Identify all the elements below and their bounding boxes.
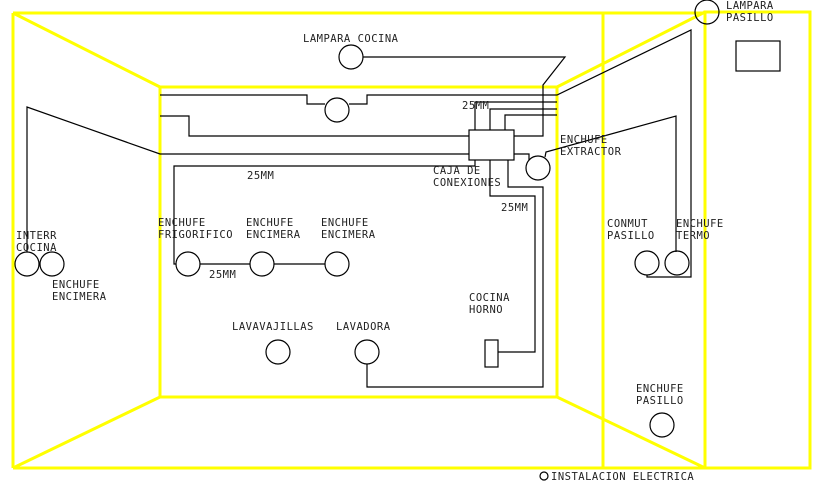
counter-outlet-icon [324,251,350,277]
ceiling-edge-left [12,11,161,89]
corridor-switch-icon [634,250,660,276]
label-line: CAJA DE [433,165,481,177]
counter-outlet-icon [39,251,65,277]
label-25mm: 25MM [462,100,490,112]
label-line: ENCHUFE [636,383,684,395]
back-wall [158,85,559,399]
label-line: ENCHUFE [676,218,724,230]
label-line: COCINA [16,242,57,254]
label-line: ENCHUFE [560,134,608,146]
label-lampara-cocina: LAMPARA COCINA [303,33,399,45]
label-line: ENCIMERA [246,229,301,241]
label-line: ENCHUFE [321,217,369,229]
label-25mm: 25MM [209,269,237,281]
corridor-lamp-icon [694,0,720,25]
label-line: ENCIMERA [321,229,376,241]
label-line: ENCIMERA [52,291,107,303]
label-line: EXTRACTOR [560,146,622,158]
label-line: ENCHUFE [158,217,206,229]
label-line: PASILLO [726,12,774,24]
dishwasher-outlet-icon [265,339,291,365]
label-line: ENCHUFE [246,217,294,229]
junction-box [468,129,515,161]
kitchen-switch-icon [14,251,40,277]
label-line: CONEXIONES [433,177,502,189]
counter-outlet-icon [249,251,275,277]
diagram-title: INSTALACION ELECTRICA [551,471,695,483]
floor-edge-right [556,395,706,470]
legend-circle-icon [539,471,549,481]
corridor-outlet-icon [649,412,675,438]
label-line: CONMUT [607,218,648,230]
walls [11,10,812,470]
heater-outlet-icon [664,250,690,276]
wiring [14,0,781,481]
corridor-box [735,40,781,72]
label-line: PASILLO [636,395,684,407]
label-line: LAMPARA [726,0,774,12]
label-line: HORNO [469,304,504,316]
label-lavadora: LAVADORA [336,321,391,333]
oven-outlet [484,339,499,368]
label-line: TERMO [676,230,711,242]
label-line: ENCHUFE [52,279,100,291]
extractor-outlet-icon [525,155,551,181]
light-point-icon [324,97,350,123]
fridge-outlet-icon [175,251,201,277]
label-line: PASILLO [607,230,655,242]
label-25mm: 25MM [501,202,529,214]
washer-outlet-icon [354,339,380,365]
label-lavavajillas: LAVAVAJILLAS [232,321,314,333]
label-line: FRIGORIFICO [158,229,234,241]
label-line: INTERR [16,230,57,242]
label-25mm: 25MM [247,170,275,182]
corridor-end-wall [703,10,812,470]
label-line: COCINA [469,292,510,304]
floor-edge-left [12,395,161,470]
ceiling-edge-right [556,10,706,89]
kitchen-lamp-icon [338,44,364,70]
